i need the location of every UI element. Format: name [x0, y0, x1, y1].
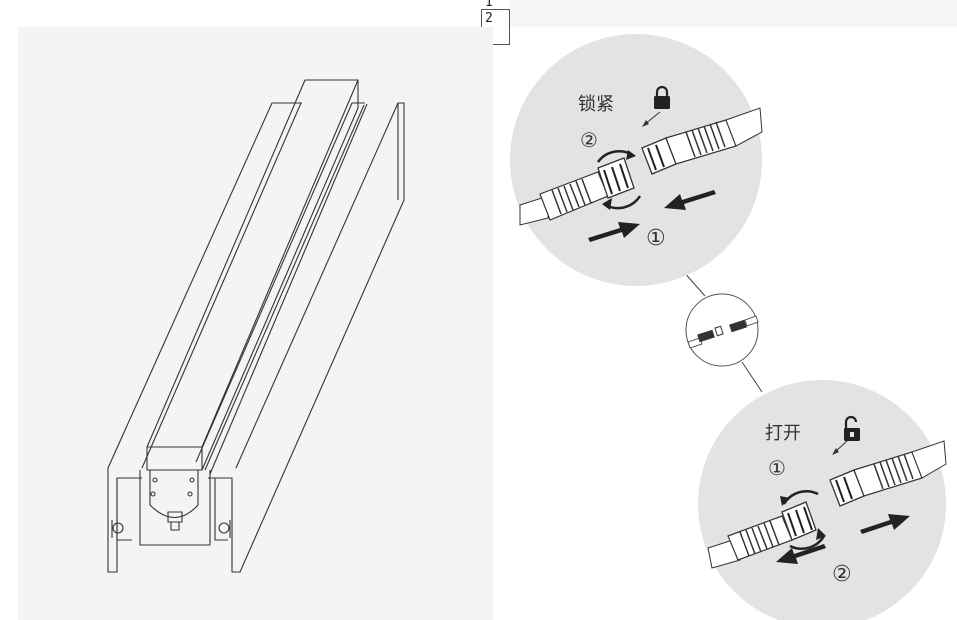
top-band — [510, 0, 957, 27]
lock-step-push: ① — [646, 226, 666, 251]
unlock-label: 打开 — [765, 423, 801, 444]
lock-closed-icon — [654, 85, 670, 109]
lock-open-icon — [844, 415, 860, 441]
connector-overview-circle — [685, 293, 759, 367]
aluminum-profile-drawing — [107, 79, 405, 573]
pull-arrow-left — [776, 544, 826, 564]
lock-label: 锁紧 — [578, 94, 614, 115]
lock-detail-circle — [510, 34, 763, 286]
push-arrow-left — [588, 222, 640, 242]
unlock-detail-circle — [698, 380, 947, 620]
unlock-step-pull: ② — [832, 562, 852, 587]
pull-arrow-right — [860, 514, 910, 534]
profile-panel — [18, 27, 493, 620]
push-arrow-right — [664, 190, 716, 210]
unlock-step-rotate: ① — [768, 456, 786, 480]
lock-step-rotate: ② — [580, 128, 598, 152]
grid-row-1: 1 2 — [485, 0, 496, 26]
